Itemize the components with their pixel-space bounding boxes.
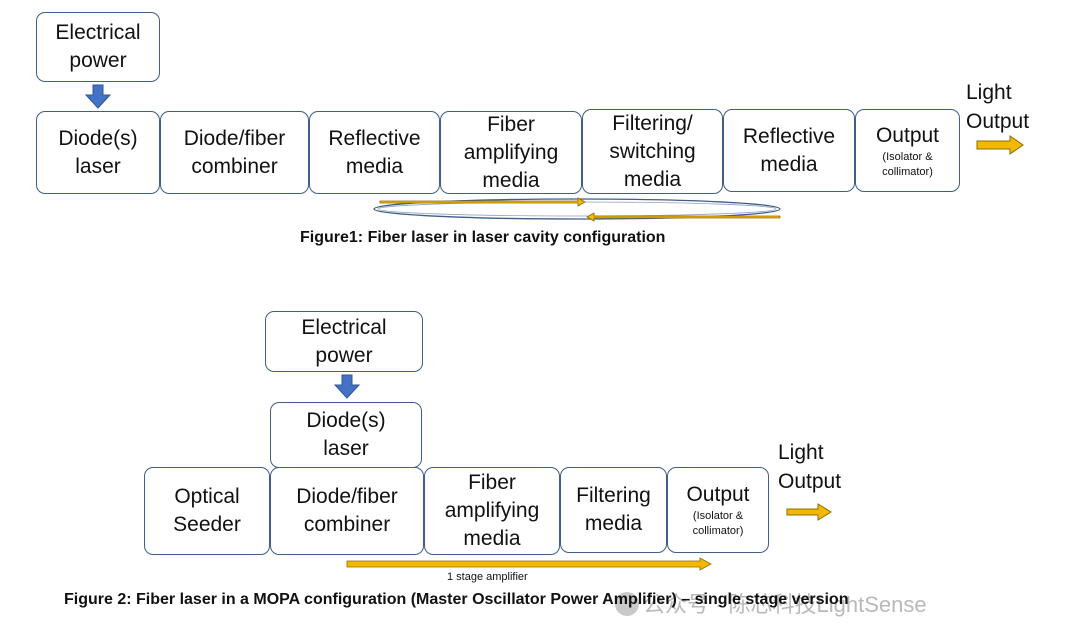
fig1-power-line-2: power (69, 49, 127, 72)
fig1-cavity-loop-inner (377, 201, 777, 217)
fig2-output-sub-2: collimator) (692, 525, 744, 537)
fig1-combiner-line-2: combiner (191, 154, 278, 178)
fig1-cavity-loop-outer (373, 198, 781, 220)
fig2-output-box: Output (Isolator & collimator) (667, 467, 769, 553)
fig2-light-line-1: Light (778, 441, 824, 464)
watermark: 公众号 · 陈芯科技LightSense (615, 587, 927, 619)
fig1-filtering-line-3: media (623, 167, 682, 191)
fig2-filtering-media-box: Filtering media (560, 467, 667, 553)
fig1-reflective-media-left-box: Reflective media (309, 111, 440, 194)
fig1-diode-laser-box: Diode(s) laser (36, 111, 160, 194)
fig2-light-output-arrow-icon (786, 503, 832, 521)
watermark-logo-icon (615, 592, 639, 616)
fig2-light-line-2: Output (778, 470, 842, 493)
fig2-combiner-line-1: Diode/fiber (296, 485, 398, 508)
fig1-output-box: Output (Isolator & collimator) (855, 109, 960, 192)
fig1-reflective-right-line-1: Reflective (742, 124, 836, 148)
fig1-fiber-amplifying-box: Fiber amplifying media (440, 111, 582, 194)
fig1-diode-line-1: Diode(s) (58, 126, 138, 150)
fig2-stage-amplifier-label: 1 stage amplifier (447, 571, 528, 583)
fig1-reflective-right-line-2: media (760, 152, 818, 176)
fig1-reflective-media-right-box: Reflective media (723, 109, 855, 192)
fig2-fiber-amplifying-box: Fiber amplifying media (424, 467, 560, 555)
fig1-reflective-left-line-1: Reflective (328, 126, 421, 150)
fig2-light-output-label: Light Output (778, 438, 841, 496)
fig2-power-line-1: Electrical (301, 315, 387, 339)
fig1-fiber-line-1: Fiber (487, 112, 535, 136)
fig2-caption: Figure 2: Fiber laser in a MOPA configur… (64, 591, 849, 608)
fig2-output-sub-1: (Isolator & (692, 510, 744, 522)
fig2-electrical-power-box: Electrical power (265, 311, 423, 372)
fig1-combiner-line-1: Diode/fiber (183, 126, 286, 150)
fig2-power-down-arrow-icon (333, 374, 361, 399)
watermark-text: 公众号 · 陈芯科技LightSense (643, 592, 927, 617)
fig1-cavity-backward-arrow-icon (586, 212, 781, 222)
fig2-seeder-line-2: Seeder (173, 513, 241, 536)
fig2-fiber-line-3: media (463, 527, 521, 550)
fig1-caption: Figure1: Fiber laser in laser cavity con… (300, 229, 666, 246)
fig1-filtering-switching-box: Filtering/ switching media (582, 109, 723, 194)
fig1-combiner-box: Diode/fiber combiner (160, 111, 309, 194)
fig1-light-line-1: Light (966, 81, 1012, 104)
fig1-light-line-2: Output (966, 110, 1030, 133)
fig2-diode-laser-box: Diode(s) laser (270, 402, 422, 468)
fig1-reflective-left-line-2: media (345, 154, 404, 178)
fig1-output-sub-2: collimator) (882, 165, 933, 178)
fig2-stage-amplifier-arrow-icon (346, 557, 712, 571)
fig2-optical-seeder-box: Optical Seeder (144, 467, 270, 555)
fig1-electrical-power-box: Electrical power (36, 12, 160, 82)
fig2-power-line-2: power (315, 343, 373, 367)
fig2-fiber-line-1: Fiber (468, 471, 516, 494)
fig1-light-output-arrow-icon (976, 135, 1024, 155)
fig2-fiber-line-2: amplifying (444, 499, 540, 522)
fig1-power-line-1: Electrical (55, 21, 141, 44)
fig1-fiber-line-3: media (482, 168, 540, 192)
fig2-output-label: Output (686, 483, 750, 506)
fig2-diode-line-1: Diode(s) (306, 409, 386, 432)
fig2-diode-line-2: laser (323, 437, 369, 460)
fig2-filtering-line-1: Filtering (576, 484, 651, 507)
fig2-combiner-box: Diode/fiber combiner (270, 467, 424, 555)
fig2-combiner-line-2: combiner (303, 513, 391, 536)
fig1-output-sub-1: (Isolator & (882, 150, 933, 163)
fig2-seeder-line-1: Optical (174, 485, 240, 508)
fig1-power-down-arrow-icon (84, 84, 112, 109)
fig1-light-output-label: Light Output (966, 78, 1029, 136)
fig1-fiber-line-2: amplifying (463, 140, 559, 164)
fig1-cavity-forward-arrow-icon (379, 197, 586, 207)
fig1-filtering-line-1: Filtering/ (612, 111, 693, 135)
fig1-filtering-line-2: switching (609, 139, 696, 163)
fig1-diode-line-2: laser (75, 154, 121, 178)
fig1-output-label: Output (875, 123, 940, 147)
fig2-filtering-line-2: media (584, 512, 643, 535)
